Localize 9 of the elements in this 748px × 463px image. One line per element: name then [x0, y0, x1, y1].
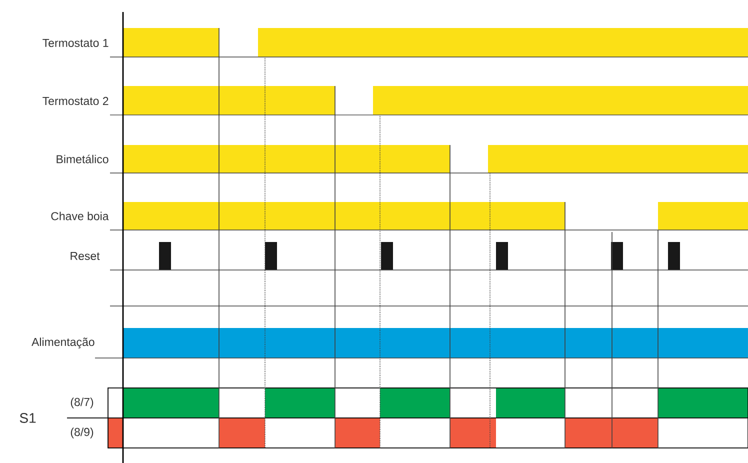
- signal-label: Chave boia: [51, 212, 109, 220]
- signal-label: Reset: [70, 252, 100, 260]
- signal-label: Bimetálico: [56, 154, 108, 164]
- signal-label: Alimentação: [32, 338, 94, 348]
- signal-label: Termostato 2: [42, 96, 108, 106]
- signal-label: S1: [20, 413, 36, 423]
- signal-label: (8/9): [70, 428, 94, 438]
- signal-label: (8/7): [70, 398, 94, 408]
- signal-label: Termostato 1: [42, 39, 108, 47]
